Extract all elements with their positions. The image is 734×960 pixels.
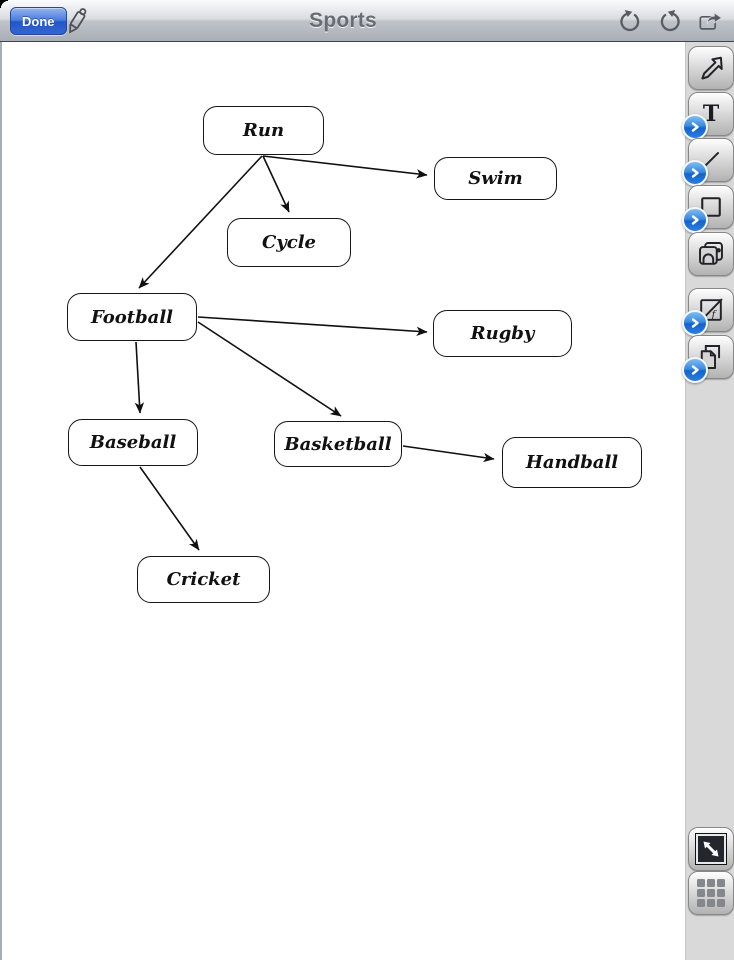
diagram-edge-run-cycle[interactable]	[262, 155, 290, 213]
style-tool-badge[interactable]	[682, 310, 708, 336]
diagram-node-cricket[interactable]: Cricket	[137, 556, 270, 603]
diagram-node-baseball[interactable]: Baseball	[68, 419, 198, 466]
diagram-node-run[interactable]: Run	[203, 106, 324, 155]
diagram-node-rugby[interactable]: Rugby	[433, 310, 572, 357]
tool-sidebar: T	[682, 42, 734, 960]
shape-tool-button[interactable]	[682, 185, 734, 233]
diagram-edge-basketball-handball[interactable]	[402, 445, 495, 463]
text-tool-badge[interactable]	[682, 114, 708, 140]
text-icon: T	[702, 101, 720, 127]
diagram-edge-football-basketball[interactable]	[197, 321, 342, 417]
shape-tool-badge[interactable]	[682, 207, 708, 233]
grid-tool-button[interactable]	[688, 871, 734, 915]
style-tool-button[interactable]: f	[682, 288, 734, 336]
diagram-edge-football-baseball[interactable]	[134, 341, 145, 414]
diagram-node-football[interactable]: Football	[67, 293, 197, 341]
undo-icon[interactable]	[657, 8, 683, 34]
diagram-node-swim[interactable]: Swim	[434, 157, 557, 200]
line-tool-badge[interactable]	[682, 160, 708, 186]
fit-canvas-tool-button[interactable]	[688, 827, 734, 871]
bezier-icon: f	[700, 298, 723, 321]
diagram-edge-baseball-cricket[interactable]	[139, 466, 200, 551]
pencil-icon[interactable]	[60, 3, 94, 39]
diagram-node-handball[interactable]: Handball	[502, 437, 642, 488]
pointer-tool-button[interactable]	[688, 46, 734, 90]
diagram-edge-run-swim[interactable]	[262, 155, 428, 179]
share-icon[interactable]	[698, 8, 724, 34]
pages-tool-badge[interactable]	[682, 357, 708, 383]
page-title: Sports	[309, 8, 377, 32]
photos-icon	[699, 242, 723, 265]
pages-tool-button[interactable]	[682, 335, 734, 383]
cursor-arrow-icon	[701, 56, 723, 80]
svg-text:f: f	[711, 309, 718, 321]
diagram-node-basketball[interactable]: Basketball	[274, 421, 402, 467]
screen-corner	[0, 0, 8, 8]
image-tool-button[interactable]	[688, 232, 734, 276]
canvas-left-edge	[0, 42, 2, 960]
diagram-edge-football-rugby[interactable]	[197, 316, 428, 337]
diagram-edge-run-football[interactable]	[138, 155, 263, 289]
done-button-label: Done	[22, 13, 55, 29]
diagram-node-cycle[interactable]: Cycle	[227, 218, 351, 267]
redo-icon[interactable]	[616, 8, 642, 34]
done-button[interactable]: Done	[10, 7, 67, 35]
grid-icon	[697, 879, 725, 907]
top-toolbar: Done Sports	[0, 0, 734, 42]
resize-diagonal-icon	[695, 833, 727, 865]
line-tool-button[interactable]	[682, 138, 734, 186]
text-tool-button[interactable]: T	[682, 92, 734, 140]
rectangle-icon	[701, 197, 721, 217]
diagram-edges	[134, 155, 495, 551]
